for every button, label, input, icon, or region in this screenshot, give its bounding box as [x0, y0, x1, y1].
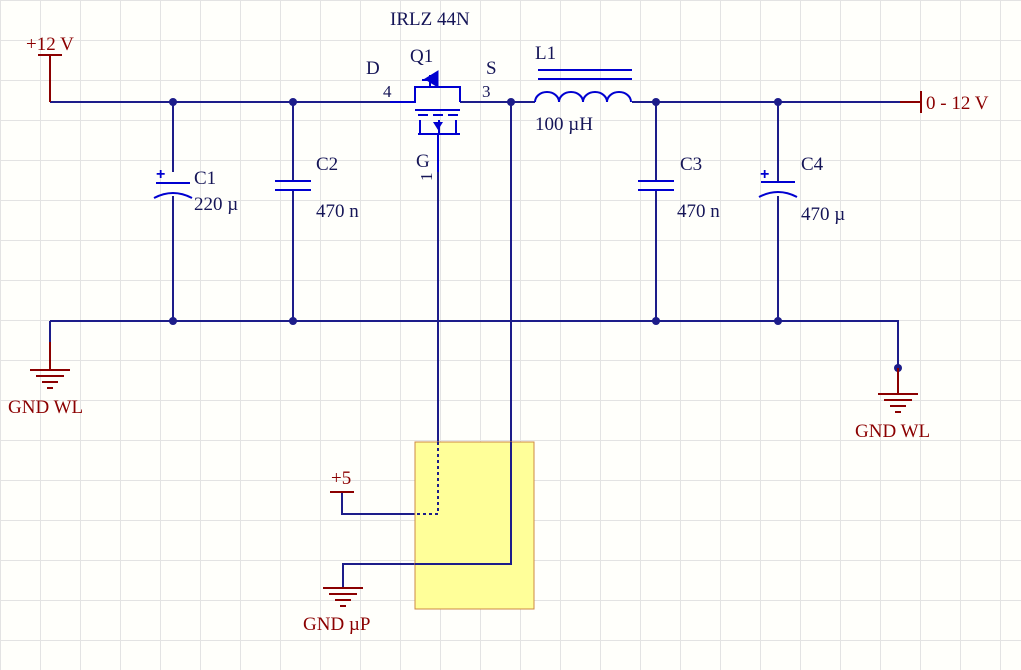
vin-port[interactable]: +12 V: [26, 34, 74, 102]
c3-value: 470 n: [677, 201, 720, 222]
junction-dot: [169, 98, 177, 106]
q1-gate-label: G: [416, 151, 430, 172]
inductor-l1[interactable]: L1 100 µH: [534, 43, 632, 135]
wires: [49, 101, 900, 588]
capacitor-c4[interactable]: + C4 470 µ: [758, 154, 845, 225]
c1-polarity-mark: +: [156, 166, 165, 183]
plus5-label: +5: [331, 468, 351, 489]
junction-dot: [652, 98, 660, 106]
vout-port[interactable]: 0 - 12 V: [900, 91, 989, 114]
l1-value: 100 µH: [535, 114, 593, 135]
junction-dot: [774, 98, 782, 106]
junction-dot: [169, 317, 177, 325]
q1-ref: Q1: [410, 46, 433, 67]
junction-dot: [507, 98, 515, 106]
vout-label: 0 - 12 V: [926, 93, 989, 114]
c2-value: 470 n: [316, 201, 359, 222]
controller-module[interactable]: [414, 441, 535, 610]
c1-value: 220 µ: [194, 194, 238, 215]
junction-dot: [289, 317, 297, 325]
capacitor-c1[interactable]: + C1 220 µ: [153, 166, 238, 215]
gnd-left-symbol[interactable]: GND WL: [8, 342, 83, 418]
q1-source-label: S: [486, 58, 497, 79]
capacitor-c2[interactable]: C2 470 n: [275, 154, 359, 222]
q1-drain-label: D: [366, 58, 380, 79]
vin-label: +12 V: [26, 34, 74, 55]
plus5-port[interactable]: +5: [330, 468, 354, 493]
gnd-up-symbol[interactable]: GND µP: [303, 587, 370, 635]
c4-polarity-mark: +: [760, 166, 769, 183]
junction-dot: [652, 317, 660, 325]
q1-pin-drain: 4: [383, 82, 392, 101]
q1-pin-source: 3: [482, 82, 491, 101]
gnd-right-label: GND WL: [855, 421, 930, 442]
gnd-left-label: GND WL: [8, 397, 83, 418]
capacitor-c3[interactable]: C3 470 n: [638, 154, 720, 222]
q1-part: IRLZ 44N: [390, 9, 470, 30]
c4-ref: C4: [801, 154, 824, 175]
junction-dot: [774, 317, 782, 325]
junction-dot: [289, 98, 297, 106]
gnd-up-label: GND µP: [303, 614, 370, 635]
mosfet-q1[interactable]: Q1 IRLZ 44N D S G 4 3 1: [366, 9, 497, 181]
c2-ref: C2: [316, 154, 338, 175]
l1-ref: L1: [535, 43, 556, 64]
q1-pin-gate: 1: [417, 173, 436, 182]
c1-ref: C1: [194, 168, 216, 189]
c4-value: 470 µ: [801, 204, 845, 225]
c3-ref: C3: [680, 154, 702, 175]
gnd-right-symbol[interactable]: GND WL: [855, 368, 930, 442]
junctions: [169, 98, 902, 372]
